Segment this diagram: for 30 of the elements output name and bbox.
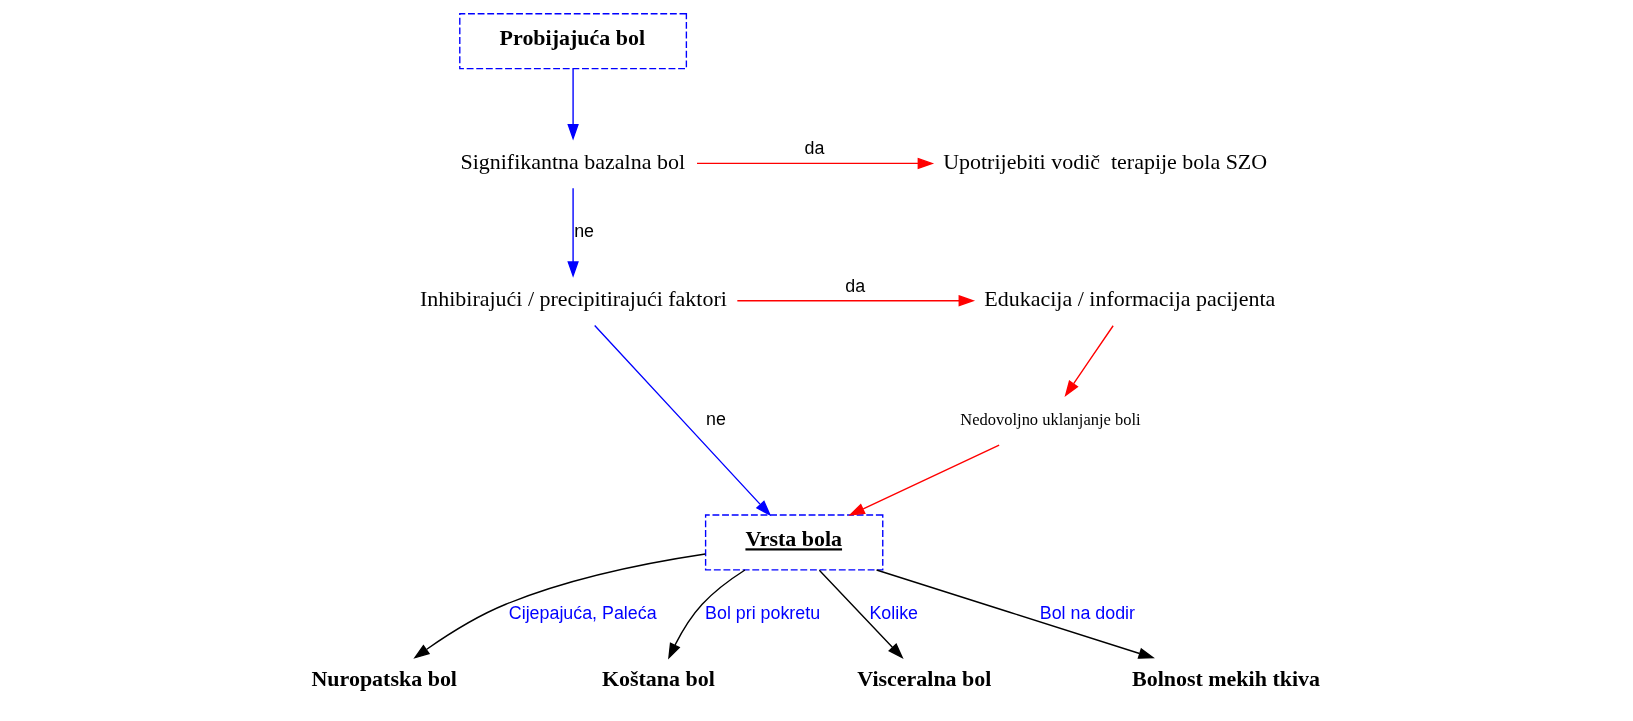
arrow [1064, 325, 1114, 397]
arrow [413, 553, 706, 659]
node-text: Bolnost mekih tkiva [1132, 666, 1321, 692]
node-text: Signifikantna bazalna bol [460, 148, 685, 174]
arrow [567, 68, 579, 141]
edge-label: da [804, 138, 825, 159]
node-text: Koštana bol [601, 666, 715, 692]
edge-label: Cijepajuća, Paleća [508, 602, 657, 623]
edge-label: da [845, 275, 866, 296]
arrow [696, 157, 935, 170]
arrow [875, 569, 1155, 659]
node-box: Vrsta bola [704, 514, 884, 571]
edge-label: Bol na dodir [1039, 602, 1135, 623]
node-text: Nuropatska bol [311, 666, 457, 692]
arrow [848, 444, 1000, 516]
arrow [818, 569, 904, 659]
arrow [736, 295, 976, 307]
arrow [668, 569, 746, 660]
node-text: Visceralna bol [857, 666, 992, 692]
node-text: Inhibirajući / precipitirajući faktori [419, 285, 727, 311]
node-text: Nedovoljno uklanjanje boli [960, 409, 1141, 429]
arrow [594, 324, 772, 517]
arrow [567, 187, 579, 278]
edge-label: ne [574, 220, 594, 241]
edge-label: Kolike [869, 602, 919, 623]
edge-label: Bol pri pokretu [705, 602, 821, 623]
node-box: Probijajuća bol [459, 13, 688, 70]
node-text: Edukacija / informacija pacijenta [984, 285, 1276, 311]
edge-label: ne [705, 408, 726, 429]
node-text: Upotrijebiti vodič terapije bola SZO [943, 148, 1268, 174]
